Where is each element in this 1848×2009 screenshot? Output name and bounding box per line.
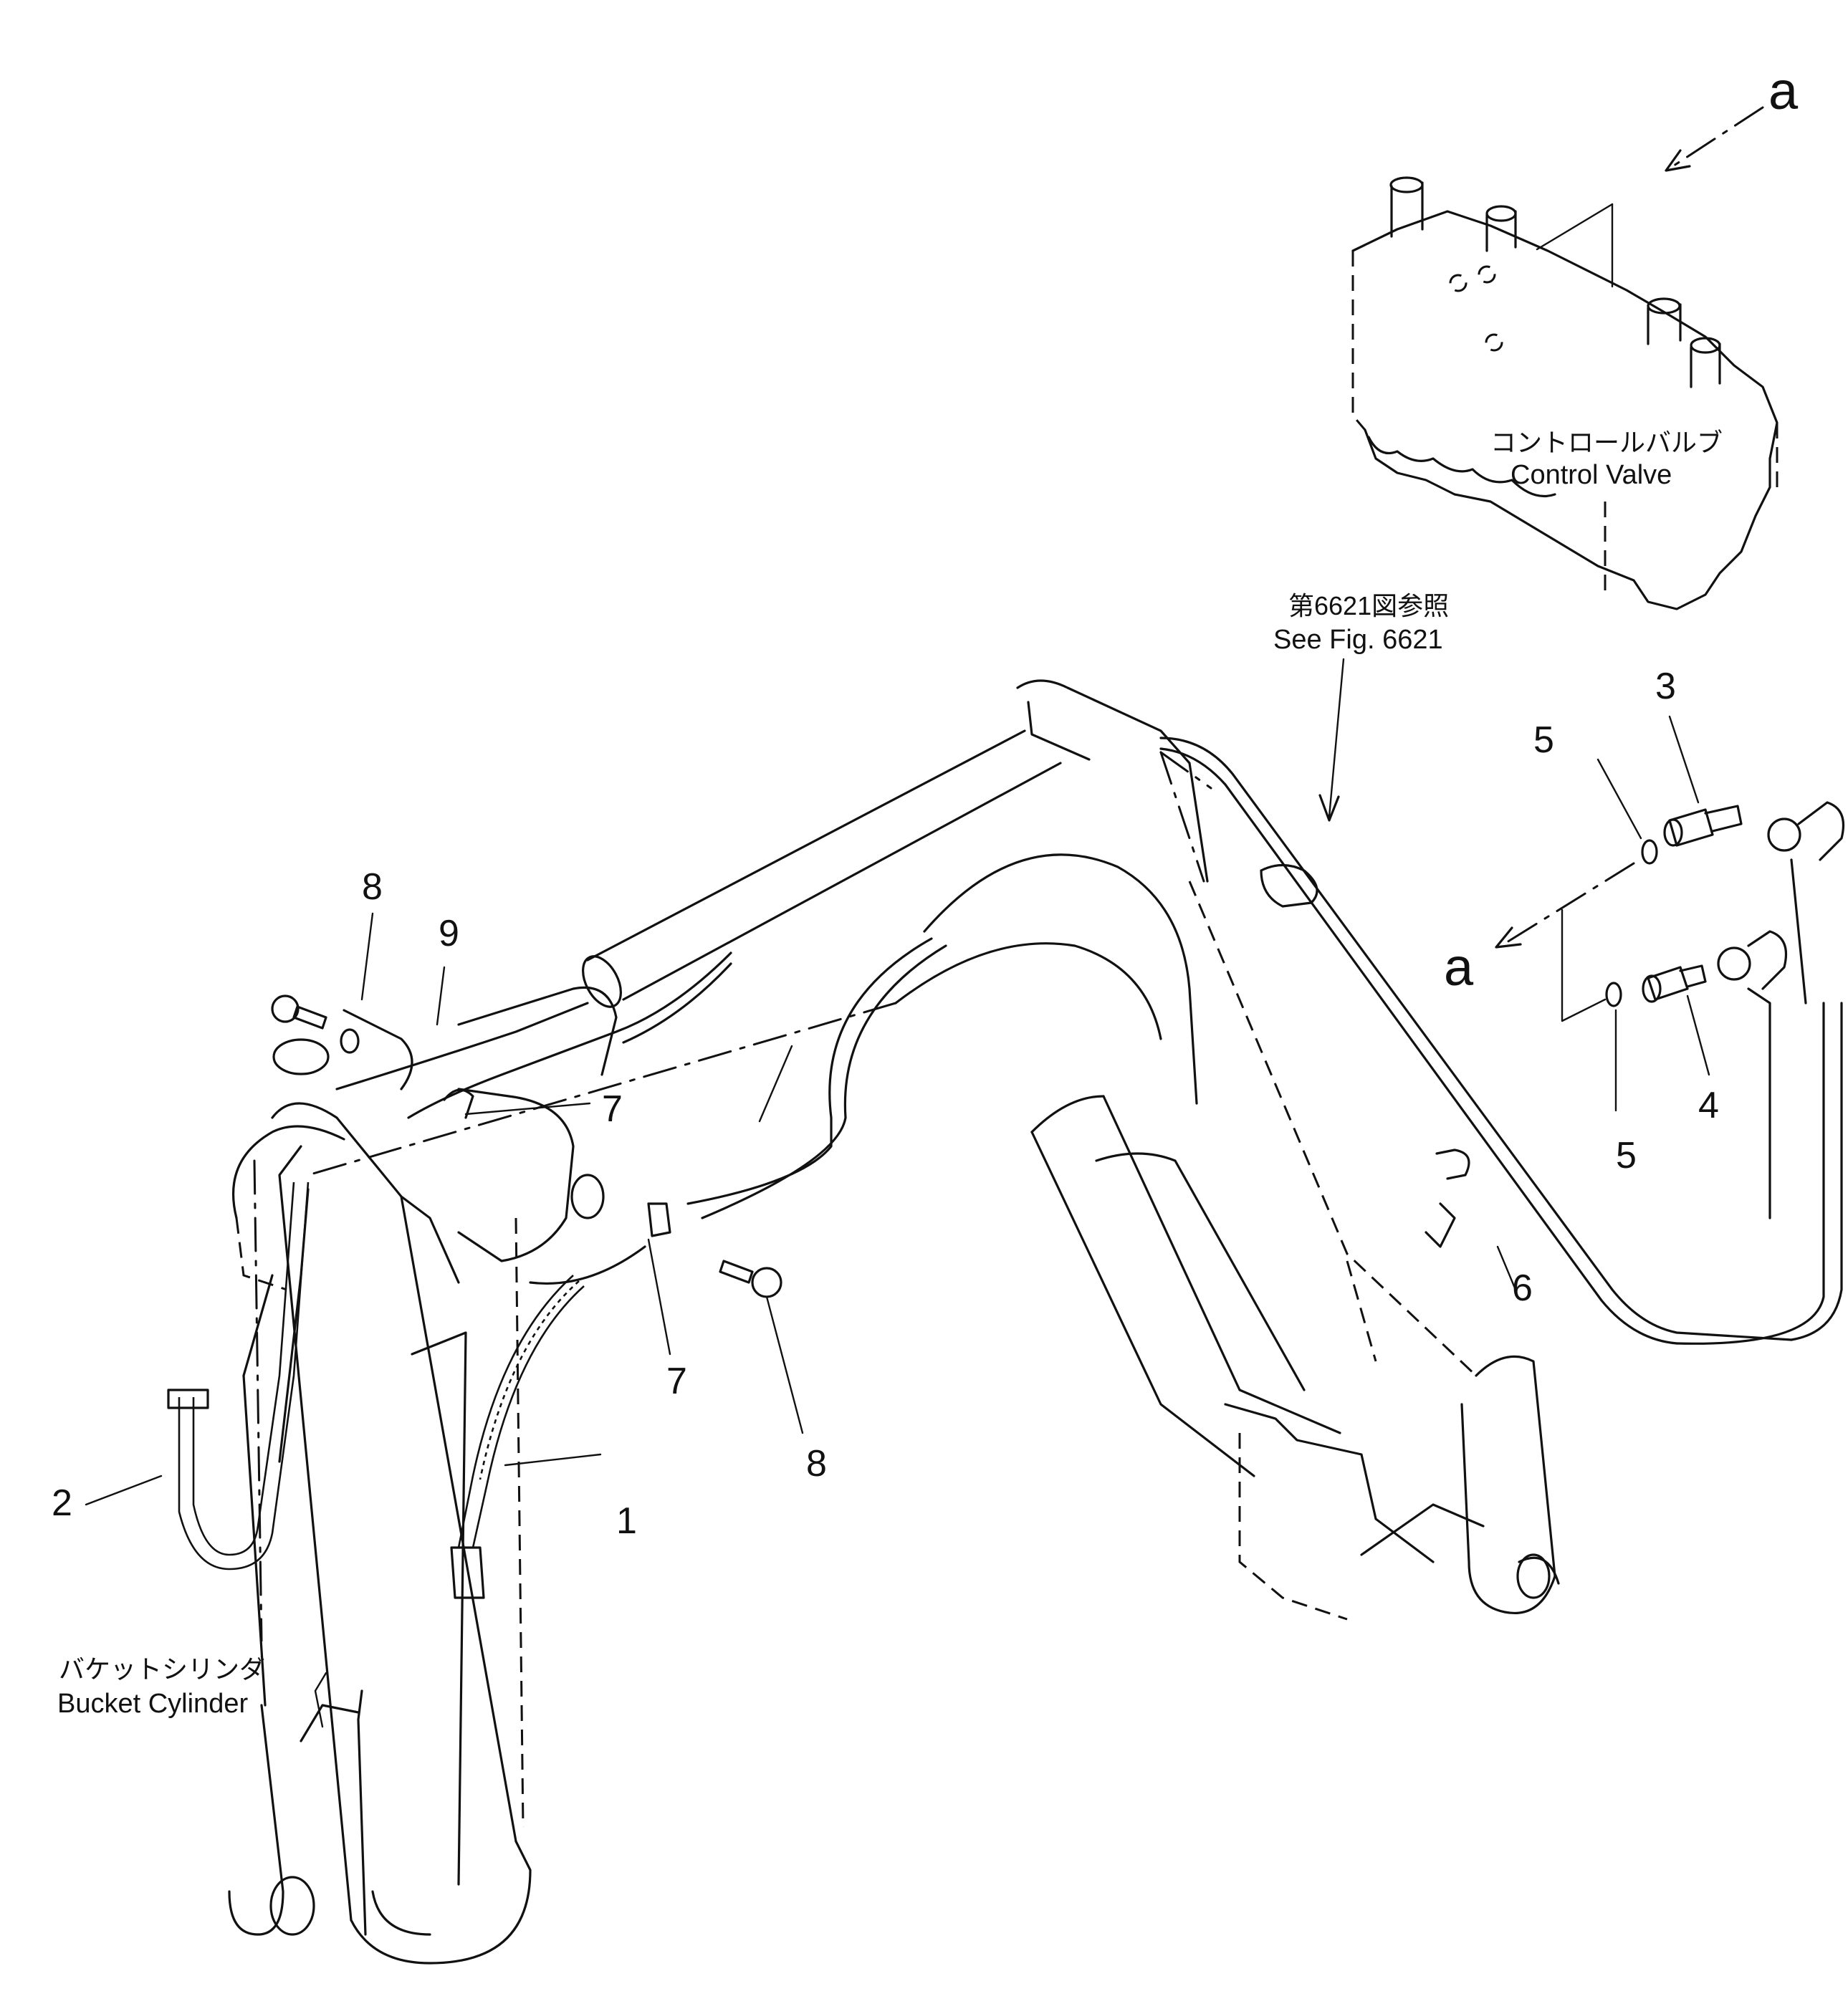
ref-clamp [1260, 863, 1318, 908]
boom-arm [228, 679, 1560, 1965]
view-arrow-middle [1495, 862, 1635, 1022]
o-ring-lower [1605, 982, 1622, 1007]
clamp-7-upper [443, 1088, 474, 1119]
fitting-4 [1642, 964, 1707, 1003]
bucket-cylinder-label-en: Bucket Cylinder [57, 1689, 248, 1719]
o-ring-upper [1641, 839, 1658, 865]
view-marker-middle: a [1444, 937, 1474, 997]
callout-1: 1 [616, 1500, 637, 1542]
callout-6: 6 [1512, 1267, 1533, 1309]
callout-3: 3 [1655, 666, 1676, 707]
hose-2 [167, 1181, 310, 1571]
fitting-3 [1663, 805, 1743, 847]
callout-5-lower: 5 [1616, 1135, 1637, 1176]
callout-4: 4 [1698, 1085, 1719, 1126]
clamp-7-lower [647, 1202, 671, 1237]
reference-label-en: See Fig. 6621 [1273, 625, 1443, 655]
callout-8-lower: 8 [806, 1443, 827, 1485]
view-marker-top: a [1768, 61, 1799, 120]
bolt-8-lower [719, 1260, 782, 1298]
callout-2: 2 [52, 1482, 72, 1524]
hose-1 [450, 1275, 585, 1599]
leader-lines [85, 658, 1710, 1728]
labels: 1 2 3 4 5 5 6 7 7 8 8 9 a a コントロールバルブ Co… [52, 61, 1799, 1719]
view-arrow-top [1536, 106, 1764, 288]
washer-9 [340, 1028, 360, 1054]
pipe-lines [407, 737, 1845, 1345]
bolt-8-upper [271, 994, 327, 1030]
callout-9: 9 [439, 913, 459, 954]
callout-7-lower: 7 [666, 1361, 687, 1402]
control-valve-label-jp: コントロールバルブ [1490, 428, 1723, 457]
clamp-6 [1425, 1149, 1470, 1248]
bucket-cylinder-label-jp: バケットシリンダ [59, 1654, 265, 1684]
reference-label-jp: 第6621図参照 [1288, 591, 1449, 620]
control-valve-label-en: Control Valve [1511, 460, 1672, 490]
callout-5-upper: 5 [1533, 719, 1554, 761]
callout-7-upper: 7 [602, 1088, 623, 1130]
control-valve [1351, 176, 1778, 610]
callout-8-upper: 8 [362, 866, 383, 908]
